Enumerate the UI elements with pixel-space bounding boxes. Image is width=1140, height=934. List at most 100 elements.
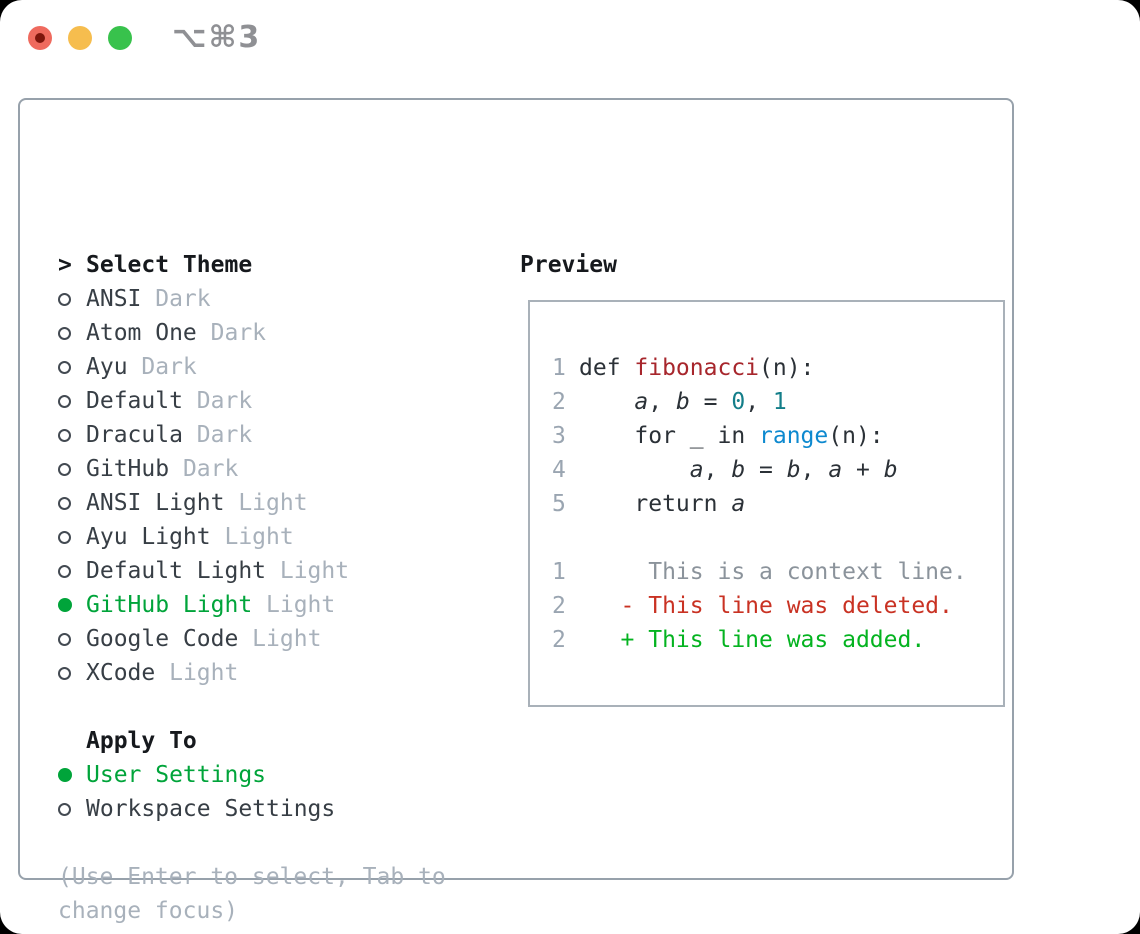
- apply-option-label: Workspace Settings: [86, 796, 336, 822]
- code-segment: range: [759, 423, 829, 449]
- theme-name: ANSI Light: [86, 490, 225, 516]
- code-line: 4 a, b = b, a + b: [552, 453, 1003, 487]
- code-line: 1 This is a context line.: [552, 555, 1003, 589]
- radio-selected-icon: [58, 768, 72, 782]
- line-number: 1: [552, 355, 566, 381]
- theme-variant-badge: Light: [224, 490, 308, 516]
- line-number: 1: [552, 559, 566, 585]
- radio-cell: [58, 496, 86, 510]
- code-segment: a: [689, 457, 704, 483]
- selection-cursor-icon: >: [58, 252, 72, 278]
- apply-option[interactable]: Workspace Settings: [58, 792, 446, 826]
- code-segment: for _ in: [579, 423, 760, 449]
- zoom-button-icon[interactable]: [108, 26, 132, 50]
- code-segment: 0: [731, 389, 746, 415]
- theme-item[interactable]: Dracula Dark: [58, 418, 446, 452]
- theme-item[interactable]: ANSI Light Light: [58, 486, 446, 520]
- radio-unselected-icon: [58, 496, 71, 510]
- radio-unselected-icon: [58, 802, 71, 816]
- radio-unselected-icon: [58, 530, 71, 544]
- theme-item[interactable]: Atom One Dark: [58, 316, 446, 350]
- code-segment: ,: [703, 457, 732, 483]
- theme-item[interactable]: Ayu Dark: [58, 350, 446, 384]
- theme-variant-badge: Light: [266, 558, 350, 584]
- code-line: 2 + This line was added.: [552, 623, 1003, 657]
- code-segment: fibonacci: [634, 355, 760, 381]
- theme-variant-badge: Dark: [182, 422, 253, 448]
- theme-item[interactable]: GitHub Dark: [58, 452, 446, 486]
- theme-list-header-label: Select Theme: [86, 252, 253, 278]
- hint-text: (Use Enter to select, Tab to change focu…: [58, 860, 446, 928]
- theme-name: Google Code: [86, 626, 239, 652]
- theme-name: ANSI: [86, 286, 142, 312]
- code-segment: =: [745, 457, 787, 483]
- code-segment: a: [634, 389, 649, 415]
- radio-unselected-icon: [58, 428, 71, 442]
- code-segment: b: [675, 389, 690, 415]
- preview-title: Preview: [520, 252, 617, 278]
- theme-variant-badge: Light: [155, 660, 239, 686]
- code-segment: This is a context line.: [579, 559, 967, 585]
- radio-selected-icon: [58, 598, 72, 612]
- hint-line: (Use Enter to select, Tab to: [58, 864, 446, 890]
- theme-list-header: > Select Theme: [58, 248, 446, 282]
- apply-option-label: User Settings: [86, 762, 267, 788]
- minimize-button-icon[interactable]: [68, 26, 92, 50]
- theme-item[interactable]: XCode Light: [58, 656, 446, 690]
- radio-cell: [58, 326, 86, 340]
- radio-unselected-icon: [58, 564, 71, 578]
- theme-item[interactable]: Ayu Light Light: [58, 520, 446, 554]
- radio-unselected-icon: [58, 462, 71, 476]
- radio-cell: [58, 564, 86, 578]
- close-button-icon[interactable]: [28, 26, 52, 50]
- theme-variant-badge: Dark: [182, 388, 253, 414]
- code-segment: a: [731, 491, 746, 517]
- code-line: [552, 521, 1003, 555]
- window-title-shortcut: ⌥⌘3: [172, 20, 262, 55]
- code-line: 3 for _ in range(n):: [552, 419, 1003, 453]
- code-segment: ,: [648, 389, 676, 415]
- theme-name: XCode: [86, 660, 156, 686]
- theme-name: Atom One: [86, 320, 197, 346]
- code-segment: b: [731, 457, 746, 483]
- radio-cell: [58, 462, 86, 476]
- theme-name: GitHub: [86, 456, 170, 482]
- radio-unselected-icon: [58, 360, 71, 374]
- theme-item[interactable]: Default Dark: [58, 384, 446, 418]
- theme-item[interactable]: Google Code Light: [58, 622, 446, 656]
- theme-variant-badge: Light: [252, 592, 336, 618]
- code-segment: - This line was deleted.: [579, 593, 953, 619]
- theme-item[interactable]: GitHub Light Light: [58, 588, 446, 622]
- radio-cell: [58, 598, 86, 612]
- apply-option[interactable]: User Settings: [58, 758, 446, 792]
- theme-name: Dracula: [86, 422, 183, 448]
- line-number: 2: [552, 627, 566, 653]
- radio-unselected-icon: [58, 632, 71, 646]
- radio-unselected-icon: [58, 394, 71, 408]
- theme-item[interactable]: ANSI Dark: [58, 282, 446, 316]
- theme-variant-badge: Dark: [127, 354, 197, 380]
- apply-to-header-label: Apply To: [86, 728, 197, 754]
- code-segment: +: [842, 457, 884, 483]
- radio-cell: [58, 394, 86, 408]
- code-segment: [579, 457, 690, 483]
- line-number: 2: [552, 389, 566, 415]
- hint-line: change focus): [58, 898, 239, 924]
- radio-cell: [58, 802, 86, 816]
- radio-cell: [58, 292, 86, 306]
- apply-to-header: Apply To: [58, 724, 446, 758]
- theme-item[interactable]: Default Light Light: [58, 554, 446, 588]
- theme-name: Default: [86, 388, 183, 414]
- radio-cell: [58, 666, 86, 680]
- theme-variant-badge: Dark: [169, 456, 239, 482]
- code-segment: return: [579, 491, 732, 517]
- theme-name: GitHub Light: [86, 592, 253, 618]
- code-segment: (n):: [759, 355, 815, 381]
- line-number: 2: [552, 593, 566, 619]
